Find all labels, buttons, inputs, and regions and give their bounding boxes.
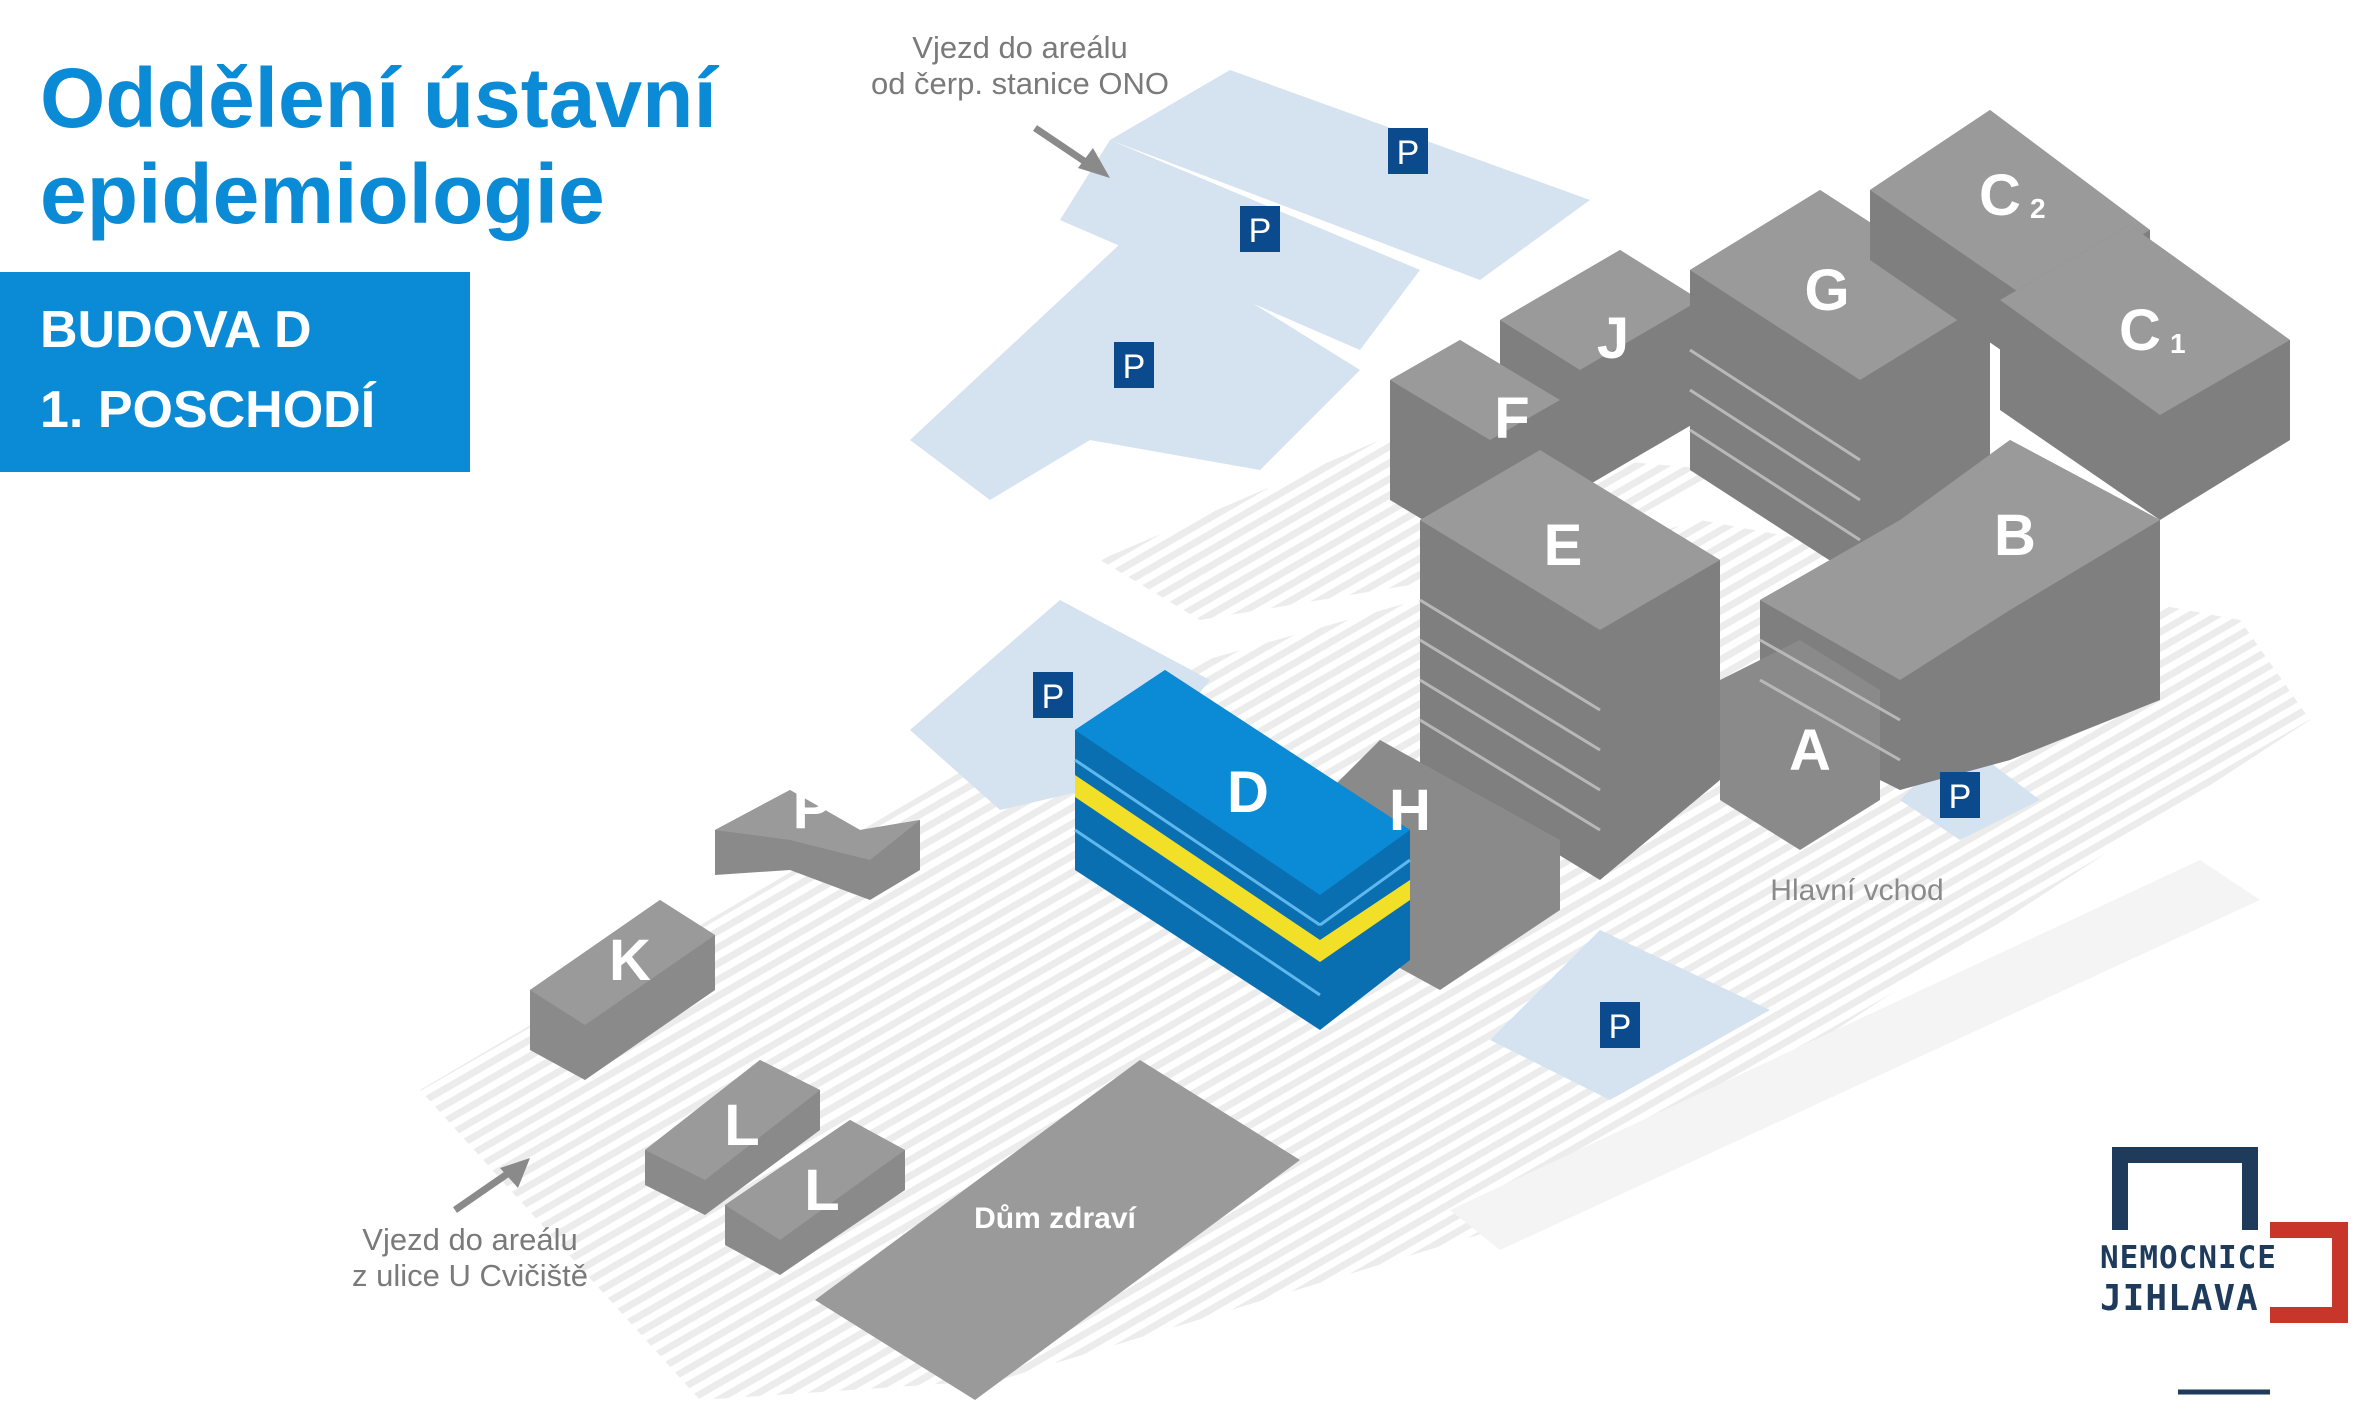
buildings: [530, 110, 2290, 1400]
svg-text:P: P: [1949, 778, 1972, 816]
svg-text:P: P: [1042, 678, 1065, 716]
label-d: D: [1227, 760, 1269, 825]
svg-text:P: P: [1249, 212, 1272, 250]
parking-sign-1: [1388, 128, 1428, 174]
hospital-logo: NEMOCNICE JIHLAVA: [2100, 1140, 2350, 1400]
building-labels: D H E F J G C 2 C 1 B A P K L L Dům zdra…: [609, 163, 2186, 1235]
label-dum-zdravi: Dům zdraví: [974, 1202, 1137, 1235]
logo-text-line-2: JIHLAVA: [2100, 1278, 2259, 1319]
top-entrance-line-1: Vjezd do areálu: [912, 30, 1128, 65]
label-l2: L: [804, 1158, 839, 1223]
label-c1-sub: 1: [2170, 328, 2186, 359]
bottom-entrance-line-1: Vjezd do areálu: [362, 1222, 578, 1257]
label-b: B: [1994, 503, 2036, 568]
label-k: K: [609, 928, 651, 993]
parking-signs: P P P P P P: [1033, 128, 1980, 1048]
label-h: H: [1389, 778, 1431, 843]
bottom-entrance-line-2: z ulice U Cvičiště: [352, 1258, 588, 1293]
building-floor-badge: BUDOVA D 1. POSCHODÍ: [0, 272, 470, 472]
svg-text:P: P: [1397, 134, 1420, 172]
parking-sign-3: [1114, 342, 1154, 388]
label-p: P: [793, 776, 832, 841]
page-title: Oddělení ústavní epidemiologie: [40, 50, 860, 242]
label-a: A: [1789, 718, 1831, 783]
entrance-arrows: [453, 125, 1110, 1213]
main-entrance-label: Hlavní vchod: [1770, 874, 1943, 907]
label-l1: L: [724, 1093, 759, 1158]
logo-mark: [2112, 1147, 2348, 1395]
label-f: F: [1494, 386, 1529, 451]
label-j: J: [1597, 306, 1629, 371]
title-line-1: Oddělení ústavní: [40, 51, 717, 145]
title-line-2: epidemiologie: [40, 147, 605, 241]
bottom-entrance-note: Vjezd do areálu z ulice U Cvičiště: [300, 1222, 640, 1294]
label-c2-sub: 2: [2030, 193, 2046, 224]
logo-text-line-1: NEMOCNICE: [2100, 1240, 2277, 1276]
top-entrance-line-2: od čerp. stanice ONO: [870, 66, 1170, 101]
building-d-highlight[interactable]: [1074, 670, 1411, 1030]
label-e: E: [1544, 513, 1583, 578]
parking-sign-5: [1940, 772, 1980, 818]
badge-building: BUDOVA D: [40, 301, 312, 359]
top-entrance-note: Vjezd do areálu od čerp. stanice ONO: [840, 30, 1200, 102]
svg-text:P: P: [1123, 348, 1146, 386]
parking-sign-4: [1033, 672, 1073, 718]
svg-text:P: P: [1609, 1008, 1632, 1046]
label-g: G: [1804, 258, 1849, 323]
parking-sign-6: [1600, 1002, 1640, 1048]
label-c2: C: [1979, 163, 2021, 228]
badge-floor: 1. POSCHODÍ: [40, 381, 376, 439]
parking-sign-2: [1240, 206, 1280, 252]
label-c1: C: [2119, 298, 2161, 363]
